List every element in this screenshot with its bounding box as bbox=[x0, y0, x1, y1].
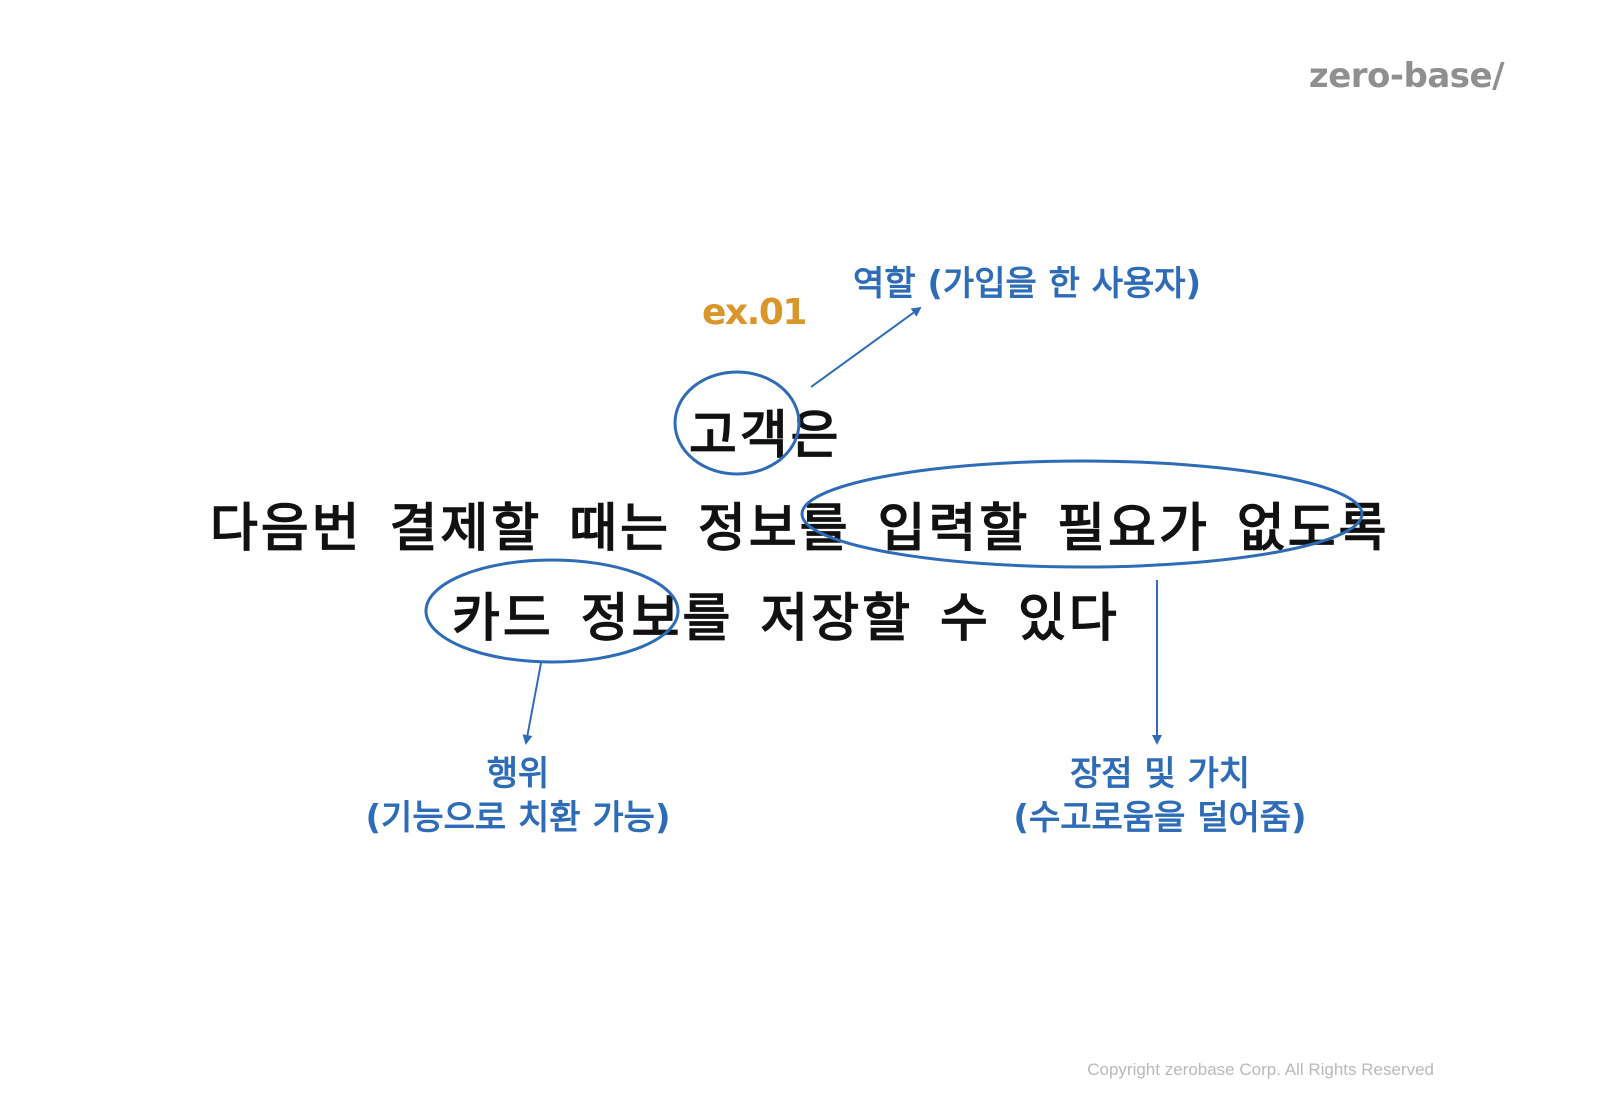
action-arrow bbox=[522, 662, 542, 745]
action-annotation-detail: (기능으로 치환 가능) bbox=[365, 798, 671, 838]
role-circle bbox=[673, 370, 801, 476]
role-arrow bbox=[810, 306, 922, 388]
action-annotation: 행위 (기능으로 치환 가능) bbox=[318, 752, 718, 840]
action-ellipse bbox=[424, 558, 680, 664]
value-annotation-detail: (수고로움을 덜어줌) bbox=[1013, 798, 1307, 838]
value-ellipse bbox=[800, 459, 1364, 569]
sentence-line-2: 다음번 결제할 때는 정보를 입력할 필요가 없도록 bbox=[210, 499, 1390, 559]
value-annotation-title: 장점 및 가치 bbox=[1069, 754, 1251, 794]
action-annotation-title: 행위 bbox=[486, 754, 550, 794]
sentence-line-1: 고객은 bbox=[689, 406, 842, 466]
value-annotation: 장점 및 가치 (수고로움을 덜어줌) bbox=[975, 752, 1345, 840]
role-annotation: 역할 (가입을 한 사용자) bbox=[853, 264, 1202, 304]
zero-base-logo: zero-base/ bbox=[1308, 56, 1505, 96]
example-label: ex.01 bbox=[702, 292, 807, 333]
copyright-notice: Copyright zerobase Corp. All Rights Rese… bbox=[1087, 1060, 1434, 1079]
sentence-line-3: 카드 정보를 저장할 수 있다 bbox=[452, 589, 1120, 649]
